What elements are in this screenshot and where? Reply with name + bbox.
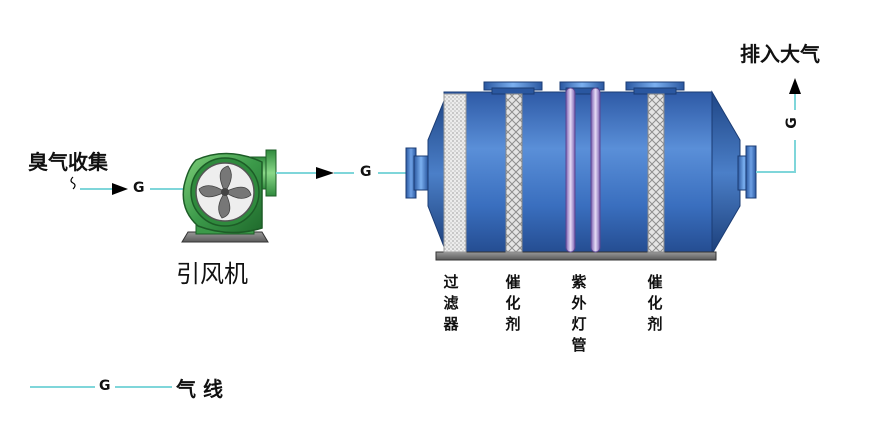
middle-gas-line	[276, 167, 408, 179]
gas-tag-outlet: G	[783, 117, 800, 129]
component-label-filter: 过滤器	[443, 273, 459, 333]
catalyst-panel-2	[647, 93, 665, 253]
top-nozzle-1	[483, 81, 543, 95]
vessel-body	[443, 91, 713, 255]
fan-blades-icon	[198, 165, 252, 219]
top-nozzle-3	[625, 81, 685, 95]
vessel-outlet-flange	[745, 145, 757, 199]
induced-draft-fan	[181, 149, 277, 243]
outlet-gas-line	[756, 78, 801, 173]
gas-tag-middle: G	[360, 164, 372, 180]
legend-gas-symbol: G	[99, 378, 111, 394]
catalyst-panel-1	[505, 93, 523, 253]
vessel-skid	[435, 251, 717, 261]
vessel-left-cone	[427, 95, 447, 253]
component-label-catalyst-1: 催化剂	[505, 273, 521, 333]
vessel-right-cone	[711, 90, 741, 256]
inlet-gas-line	[70, 176, 188, 195]
uv-lamp-2	[590, 87, 601, 253]
filter-panel	[443, 93, 467, 253]
inlet-title: 臭气收集	[28, 150, 108, 174]
outlet-arrow	[789, 78, 801, 94]
uv-lamp-1	[565, 87, 576, 253]
inlet-break-symbol	[70, 176, 76, 190]
component-label-catalyst-2: 催化剂	[647, 273, 663, 333]
fan-label: 引风机	[176, 260, 248, 288]
component-label-uv-lamp: 紫外灯管	[571, 273, 587, 354]
outlet-title: 排入大气	[740, 42, 820, 66]
inlet-arrow	[112, 183, 128, 195]
middle-arrow	[316, 167, 334, 179]
uv-photocatalytic-vessel	[405, 81, 757, 261]
legend-gas-text: 气 线	[176, 377, 223, 401]
gas-tag-inlet: G	[133, 180, 145, 196]
